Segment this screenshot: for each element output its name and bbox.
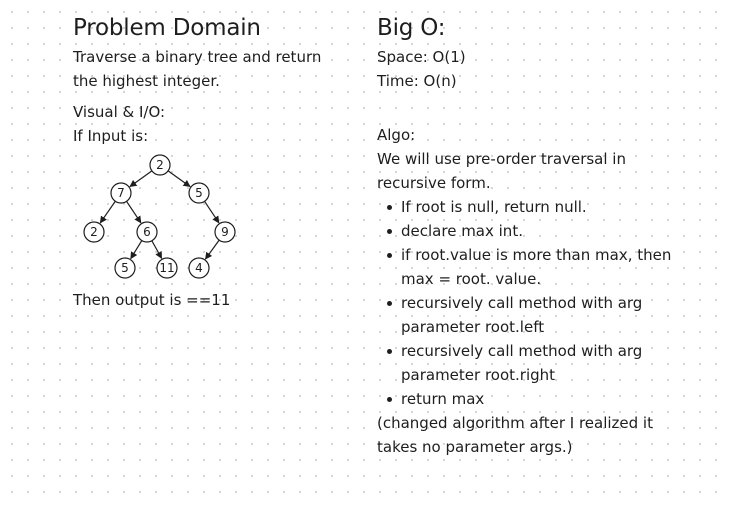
tree-node-value: 2 bbox=[90, 225, 98, 239]
binary-tree-diagram: 2 7 5 2 6 9 5 11 4 bbox=[83, 154, 236, 279]
algo-step: return max bbox=[377, 387, 677, 411]
algo-step: If root is null, return null. bbox=[377, 195, 677, 219]
tree-node: 2 bbox=[83, 221, 105, 243]
tree-edge bbox=[130, 240, 143, 260]
tree-edge bbox=[204, 239, 220, 260]
tree-node-value: 2 bbox=[156, 158, 164, 172]
tree-edge bbox=[167, 170, 191, 188]
tree-node-value: 4 bbox=[195, 261, 203, 275]
tree-edge bbox=[151, 240, 163, 260]
tree-node-circle bbox=[110, 182, 132, 204]
output-text: Then output is ==11 bbox=[73, 291, 231, 309]
tree-node-value: 9 bbox=[221, 225, 229, 239]
algo-step: recursively call method with arg paramet… bbox=[377, 291, 677, 339]
tree-node-value: 5 bbox=[195, 186, 203, 200]
tree-node-circle bbox=[188, 182, 210, 204]
tree-edge bbox=[126, 200, 142, 224]
tree-node-circle bbox=[136, 221, 158, 243]
algo-note: (changed algorithm after I realized it t… bbox=[377, 414, 653, 456]
tree-node: 5 bbox=[188, 182, 210, 204]
algo-step: if root.value is more than max, then max… bbox=[377, 243, 677, 291]
tree-node: 7 bbox=[110, 182, 132, 204]
tree-node-value: 6 bbox=[143, 225, 151, 239]
tree-node-value: 5 bbox=[121, 261, 129, 275]
tree-node-circle bbox=[188, 257, 210, 279]
problem-description: Traverse a binary tree and return the hi… bbox=[73, 48, 322, 90]
tree-node-circle bbox=[149, 154, 171, 176]
time-complexity: Time: O(n) bbox=[377, 72, 457, 90]
tree-node-circle bbox=[156, 257, 178, 279]
tree-edge bbox=[129, 170, 153, 188]
tree-node: 11 bbox=[156, 257, 178, 279]
tree-node-circle bbox=[114, 257, 136, 279]
algo-label: Algo: bbox=[377, 126, 416, 144]
problem-domain-section: Problem Domain Traverse a binary tree an… bbox=[73, 12, 343, 312]
tree-edge bbox=[99, 200, 116, 224]
algo-step: declare max int. bbox=[377, 219, 677, 243]
algo-step: recursively call method with arg paramet… bbox=[377, 339, 677, 387]
tree-node-circle bbox=[214, 221, 236, 243]
tree-node: 4 bbox=[188, 257, 210, 279]
algo-steps-list: If root is null, return null. declare ma… bbox=[377, 195, 677, 411]
tree-node: 2 bbox=[149, 154, 171, 176]
space-complexity: Space: O(1) bbox=[377, 48, 466, 66]
big-o-title: Big O: bbox=[377, 15, 446, 41]
visual-io-label: Visual & I/O: bbox=[73, 103, 166, 121]
tree-node-value: 7 bbox=[117, 186, 125, 200]
tree-node: 5 bbox=[114, 257, 136, 279]
tree-edge bbox=[204, 200, 220, 224]
tree-node: 6 bbox=[136, 221, 158, 243]
problem-domain-title: Problem Domain bbox=[73, 15, 261, 41]
tree-node-value: 11 bbox=[159, 261, 174, 275]
input-label: If Input is: bbox=[73, 127, 149, 145]
tree-node: 9 bbox=[214, 221, 236, 243]
big-o-section: Big O: Space: O(1) Time: O(n) Algo: We w… bbox=[377, 12, 677, 459]
algo-intro: We will use pre-order traversal in recur… bbox=[377, 150, 626, 192]
tree-node-circle bbox=[83, 221, 105, 243]
